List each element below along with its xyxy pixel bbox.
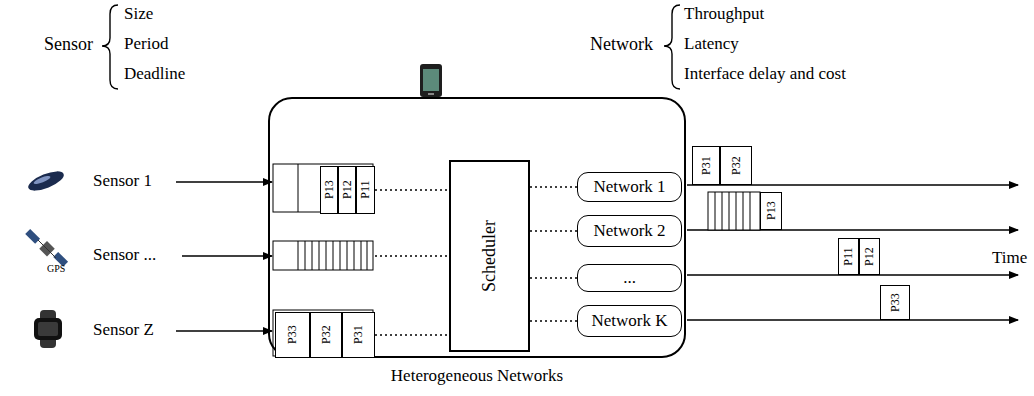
sensor-name: Sensor ...	[93, 245, 156, 265]
queued-packet: P32	[310, 312, 342, 358]
network-interface: ...	[577, 264, 682, 292]
dotted-link	[530, 320, 577, 321]
queue-buffer	[273, 241, 373, 270]
packet-id: P33	[286, 326, 299, 345]
dotted-link	[530, 230, 577, 231]
sent-packet: P11	[838, 238, 859, 275]
sent-packet: P13	[760, 192, 782, 230]
queued-packet: P12	[338, 166, 356, 214]
packet-id: P13	[322, 181, 335, 200]
packet-id: P11	[842, 247, 855, 265]
sensor-brace	[102, 5, 118, 89]
network-brace	[664, 5, 680, 89]
packet-id: P13	[764, 202, 777, 221]
scheduler-label: Scheduler	[480, 220, 500, 292]
packet-id: P32	[729, 156, 742, 175]
network-label: ...	[623, 269, 636, 288]
packet-id: P33	[888, 293, 901, 312]
network-interface: Network 1	[577, 172, 682, 202]
sensor-name: Sensor 1	[93, 171, 152, 191]
sent-packet: P12	[859, 238, 880, 275]
phone-icon	[420, 64, 442, 97]
attribute-item: Throughput	[684, 4, 764, 24]
packet-id: P31	[699, 156, 712, 175]
packet-id: P32	[319, 326, 332, 345]
attribute-item: Interface delay and cost	[684, 64, 846, 84]
packet-id: P11	[359, 181, 372, 199]
dotted-link	[530, 186, 577, 187]
packet-id: P12	[340, 181, 353, 200]
attribute-item: Period	[124, 34, 168, 54]
packet-id: P31	[352, 326, 365, 345]
boundary-title: Heterogeneous Networks	[270, 367, 684, 386]
wearable-sensor-icon	[26, 167, 66, 194]
sent-packet: P33	[880, 285, 910, 320]
packet-id: P12	[863, 247, 876, 266]
time-axis	[687, 319, 1018, 321]
attribute-item: Latency	[684, 34, 739, 54]
packet-slots	[708, 192, 760, 230]
dotted-link	[375, 334, 449, 335]
attribute-group-title: Network	[590, 34, 653, 55]
sensor-arrow	[176, 181, 272, 182]
axis-label: Time	[992, 248, 1027, 268]
icon-caption: GPS	[47, 263, 65, 275]
sensor-arrow	[176, 330, 272, 331]
system-boundary: Heterogeneous NetworksP13P12P11P33P32P31…	[268, 97, 686, 358]
dotted-link	[375, 255, 447, 256]
sensor-arrow	[182, 255, 272, 256]
network-label: Network K	[591, 312, 667, 331]
queued-packet: P31	[342, 312, 375, 358]
attribute-item: Deadline	[124, 64, 185, 84]
sensor-name: Sensor Z	[93, 320, 154, 340]
dotted-link	[375, 189, 449, 190]
sent-packet: P31	[692, 146, 720, 185]
network-interface: Network K	[577, 305, 682, 337]
scheduler-box: Scheduler	[449, 160, 530, 352]
queued-packet: P13	[320, 166, 338, 214]
sent-packet: P32	[720, 146, 752, 185]
gps-satellite-icon	[25, 229, 68, 267]
network-label: Network 2	[593, 222, 665, 241]
dotted-link	[530, 277, 577, 278]
network-interface: Network 2	[577, 215, 682, 247]
smartwatch-icon	[34, 310, 62, 348]
attribute-group-title: Sensor	[44, 34, 93, 55]
queued-packet: P11	[356, 166, 375, 214]
attribute-item: Size	[124, 4, 153, 24]
queued-packet: P33	[275, 312, 310, 358]
network-label: Network 1	[593, 178, 665, 197]
